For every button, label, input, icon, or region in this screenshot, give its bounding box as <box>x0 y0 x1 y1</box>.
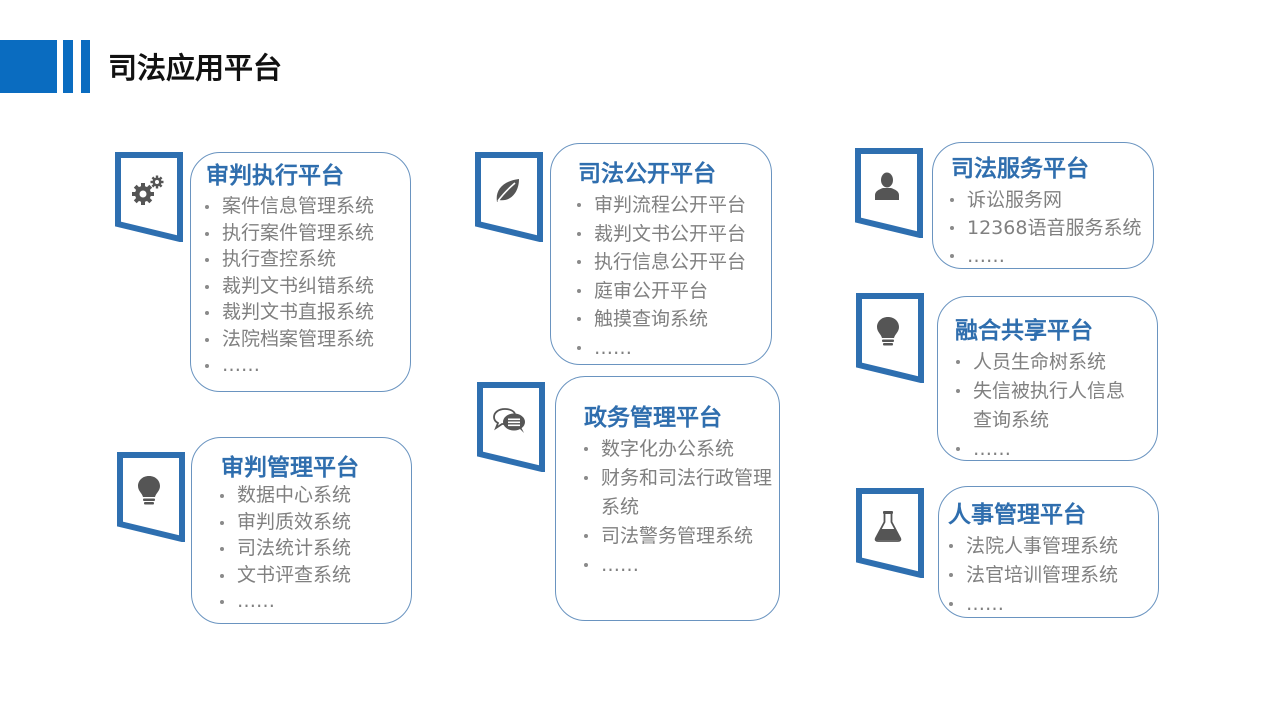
chat-bubbles-icon <box>493 408 525 433</box>
card-title: 人事管理平台 <box>948 502 1086 528</box>
icon-frame <box>115 152 183 242</box>
page-title: 司法应用平台 <box>108 51 283 85</box>
list-item: 裁判文书公开平台 <box>576 220 746 249</box>
icon-frame <box>855 148 923 238</box>
list-item: 执行信息公开平台 <box>576 248 746 277</box>
header-accent-block <box>0 40 57 93</box>
card-judicial-openness: 司法公开平台 审判流程公开平台 裁判文书公开平台 执行信息公开平台 庭审公开平台… <box>550 143 772 365</box>
card-trial-management: 审判管理平台 数据中心系统 审判质效系统 司法统计系统 文书评查系统 …… <box>191 437 412 624</box>
card-title: 司法服务平台 <box>951 156 1089 182</box>
list-item: 执行案件管理系统 <box>204 220 374 247</box>
icon-frame <box>117 452 185 542</box>
card-title: 政务管理平台 <box>584 405 722 431</box>
item-list: 数据中心系统 审判质效系统 司法统计系统 文书评查系统 …… <box>219 482 351 615</box>
lightbulb-icon <box>877 317 899 346</box>
lightbulb-icon <box>138 476 160 505</box>
icon-frame <box>856 293 924 383</box>
list-item: …… <box>955 435 1145 464</box>
card-title: 融合共享平台 <box>955 318 1093 344</box>
user-icon <box>875 172 899 200</box>
list-item: 诉讼服务网 <box>949 186 1141 214</box>
list-item: 数据中心系统 <box>219 482 351 509</box>
leaf-icon <box>496 179 519 202</box>
card-title: 司法公开平台 <box>578 161 716 187</box>
icon-frame <box>475 152 543 242</box>
icon-frame <box>477 382 545 472</box>
list-item: 法官培训管理系统 <box>948 561 1118 590</box>
item-list: 人员生命树系统 失信被执行人信息查询系统 …… <box>955 348 1145 464</box>
list-item: 裁判文书纠错系统 <box>204 273 374 300</box>
list-item: …… <box>576 334 746 363</box>
list-item: 12368语音服务系统 <box>949 214 1141 242</box>
card-judicial-service: 司法服务平台 诉讼服务网 12368语音服务系统 …… <box>932 142 1154 269</box>
flask-icon <box>874 511 902 542</box>
list-item: 审判流程公开平台 <box>576 191 746 220</box>
list-item: 司法统计系统 <box>219 535 351 562</box>
list-item: 法院档案管理系统 <box>204 326 374 353</box>
item-list: 案件信息管理系统 执行案件管理系统 执行查控系统 裁判文书纠错系统 裁判文书直报… <box>204 193 374 379</box>
list-item: 庭审公开平台 <box>576 277 746 306</box>
card-integration-sharing: 融合共享平台 人员生命树系统 失信被执行人信息查询系统 …… <box>937 296 1158 461</box>
card-title: 审判执行平台 <box>206 163 344 189</box>
item-list: 审判流程公开平台 裁判文书公开平台 执行信息公开平台 庭审公开平台 触摸查询系统… <box>576 191 746 363</box>
list-item: 案件信息管理系统 <box>204 193 374 220</box>
list-item: 文书评查系统 <box>219 562 351 589</box>
list-item: …… <box>219 588 351 615</box>
list-item: 裁判文书直报系统 <box>204 299 374 326</box>
list-item: …… <box>204 352 374 379</box>
list-item: …… <box>583 551 773 580</box>
gears-icon <box>132 175 164 205</box>
header-accent-bar <box>81 40 90 93</box>
item-list: 数字化办公系统 财务和司法行政管理系统 司法警务管理系统 …… <box>583 435 773 580</box>
card-personnel-management: 人事管理平台 法院人事管理系统 法官培训管理系统 …… <box>938 486 1159 618</box>
list-item: 司法警务管理系统 <box>583 522 773 551</box>
list-item: 数字化办公系统 <box>583 435 773 464</box>
list-item: 人员生命树系统 <box>955 348 1145 377</box>
card-title: 审判管理平台 <box>221 455 359 481</box>
list-item: 失信被执行人信息查询系统 <box>955 377 1133 435</box>
item-list: 诉讼服务网 12368语音服务系统 …… <box>949 186 1141 270</box>
list-item: …… <box>949 242 1141 270</box>
item-list: 法院人事管理系统 法官培训管理系统 …… <box>948 532 1118 619</box>
card-administrative-management: 政务管理平台 数字化办公系统 财务和司法行政管理系统 司法警务管理系统 …… <box>555 376 780 621</box>
list-item: 执行查控系统 <box>204 246 374 273</box>
list-item: …… <box>948 590 1118 619</box>
list-item: 触摸查询系统 <box>576 305 746 334</box>
header-accent-bar <box>63 40 73 93</box>
list-item: 法院人事管理系统 <box>948 532 1118 561</box>
icon-frame <box>856 488 924 578</box>
list-item: 审判质效系统 <box>219 509 351 536</box>
list-item: 财务和司法行政管理系统 <box>583 464 773 522</box>
card-trial-execution: 审判执行平台 案件信息管理系统 执行案件管理系统 执行查控系统 裁判文书纠错系统… <box>190 152 411 392</box>
